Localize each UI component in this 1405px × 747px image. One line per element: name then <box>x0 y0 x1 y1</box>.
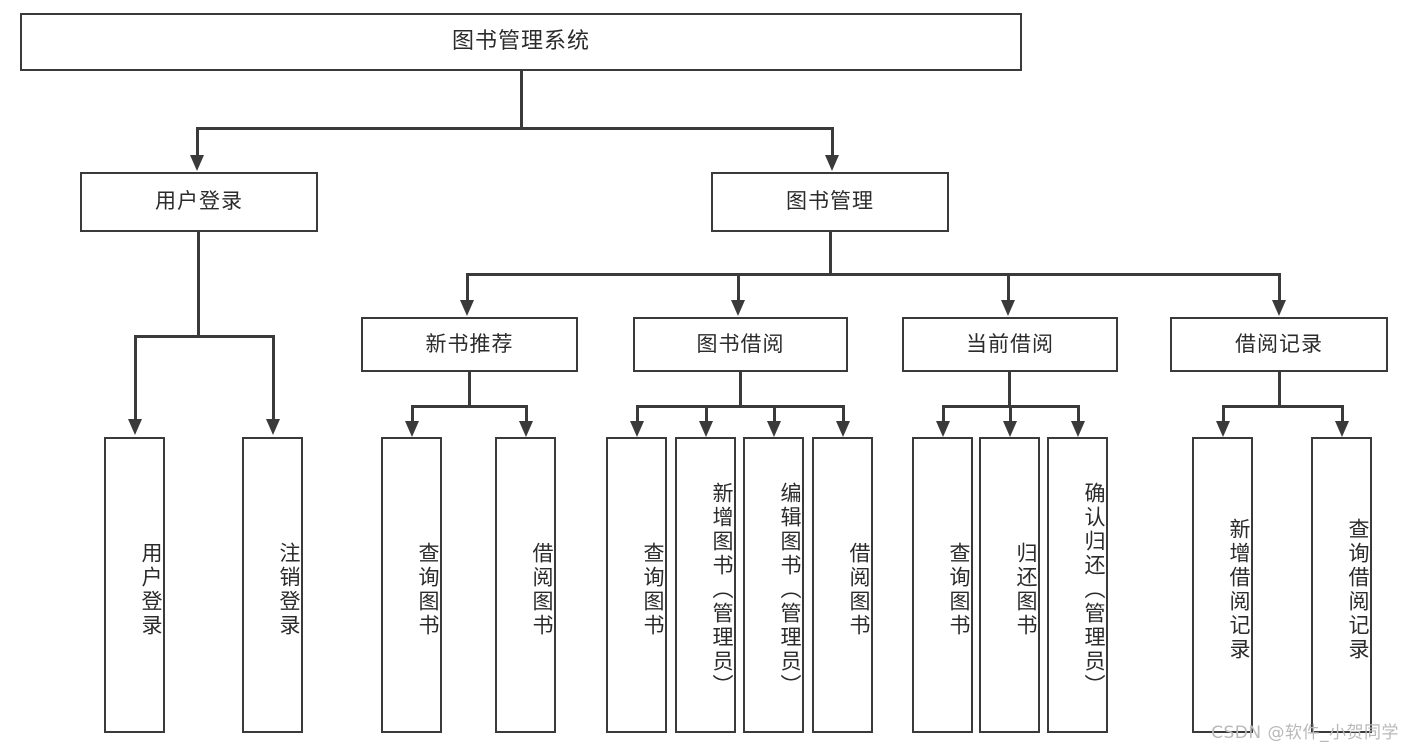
arrowhead-new-book <box>460 300 474 316</box>
arrowhead-book-manage <box>825 155 839 171</box>
node-label: 用户登录 <box>155 189 243 214</box>
node-label: 当前借阅 <box>966 331 1054 356</box>
arrowhead-bb-leaf-3 <box>767 421 781 437</box>
node-book-management[interactable]: 图书管理 <box>711 172 949 232</box>
connector-book-borrow-stem <box>739 372 742 407</box>
node-new-book-recommend[interactable]: 新书推荐 <box>361 317 578 372</box>
connector-user-login-stem <box>197 232 200 337</box>
connector-drop-new-book <box>466 273 469 303</box>
arrowhead-bb-leaf-4 <box>836 421 850 437</box>
connector-new-book-bus <box>411 405 527 408</box>
connector-current-borrow-stem <box>1008 372 1011 407</box>
leaf-bb-query-book[interactable]: 查询图书 <box>606 437 667 733</box>
node-label: 图书管理 <box>786 189 874 214</box>
connector-drop-nb-leaf-2 <box>525 405 528 423</box>
node-label: 借阅图书 <box>530 542 554 638</box>
connector-drop-cb-leaf-3 <box>1077 405 1080 423</box>
node-borrow-record[interactable]: 借阅记录 <box>1170 317 1388 372</box>
connector-drop-br-leaf-2 <box>1341 405 1344 423</box>
arrowhead-user-login <box>190 155 204 171</box>
arrowhead-current-borrow <box>1001 300 1015 316</box>
arrowhead-bb-leaf-2 <box>699 421 713 437</box>
node-label: 图书借阅 <box>696 331 785 356</box>
node-label: 查询图书 <box>416 542 440 638</box>
arrowhead-cb-leaf-3 <box>1071 421 1085 437</box>
node-label: 图书管理系统 <box>451 28 590 54</box>
arrowhead-leaf-logout <box>266 419 280 435</box>
node-label: 查询借阅记录 <box>1346 518 1370 662</box>
connector-borrow-record-bus <box>1222 405 1344 408</box>
arrowhead-book-borrow <box>731 300 745 316</box>
node-current-borrow[interactable]: 当前借阅 <box>902 317 1118 372</box>
connector-drop-leaf-user-login <box>134 335 137 421</box>
connector-book-borrow-bus <box>636 405 844 408</box>
connector-drop-borrow-record <box>1278 273 1281 303</box>
arrowhead-cb-leaf-1 <box>936 421 950 437</box>
arrowhead-cb-leaf-2 <box>1003 421 1017 437</box>
leaf-nb-query-book[interactable]: 查询图书 <box>381 437 442 733</box>
node-label: 注销登录 <box>277 542 301 638</box>
node-user-login[interactable]: 用户登录 <box>80 172 318 232</box>
node-label: 编辑图书（管理员） <box>778 482 802 698</box>
leaf-br-add-record[interactable]: 新增借阅记录 <box>1192 437 1253 733</box>
arrowhead-nb-leaf-2 <box>519 421 533 437</box>
node-book-borrow[interactable]: 图书借阅 <box>633 317 848 372</box>
connector-drop-book-manage <box>831 127 834 157</box>
connector-drop-br-leaf-1 <box>1222 405 1225 423</box>
node-label: 查询图书 <box>641 542 665 638</box>
node-label: 借阅图书 <box>847 542 871 638</box>
node-label: 查询图书 <box>947 542 971 638</box>
node-label: 确认归还（管理员） <box>1082 482 1106 698</box>
arrowhead-nb-leaf-1 <box>405 421 419 437</box>
node-label: 归还图书 <box>1014 542 1038 638</box>
connector-borrow-record-stem <box>1278 372 1281 407</box>
arrowhead-bb-leaf-1 <box>630 421 644 437</box>
node-label: 新书推荐 <box>425 331 514 356</box>
connector-drop-leaf-logout <box>272 335 275 421</box>
connector-drop-cb-leaf-2 <box>1009 405 1012 423</box>
arrowhead-borrow-record <box>1272 300 1286 316</box>
connector-drop-cb-leaf-1 <box>942 405 945 423</box>
connector-book-manage-stem <box>829 232 832 275</box>
connector-drop-bb-leaf-3 <box>773 405 776 423</box>
leaf-cb-confirm-return-admin[interactable]: 确认归还（管理员） <box>1047 437 1108 733</box>
leaf-cb-return-book[interactable]: 归还图书 <box>979 437 1040 733</box>
connector-root-bus <box>196 127 833 130</box>
leaf-nb-borrow-book[interactable]: 借阅图书 <box>495 437 556 733</box>
connector-new-book-stem <box>468 372 471 407</box>
connector-drop-bb-leaf-1 <box>636 405 639 423</box>
arrowhead-leaf-user-login <box>128 419 142 435</box>
arrowhead-br-leaf-1 <box>1216 421 1230 437</box>
leaf-user-login[interactable]: 用户登录 <box>104 437 165 733</box>
leaf-bb-edit-book-admin[interactable]: 编辑图书（管理员） <box>743 437 804 733</box>
connector-drop-nb-leaf-1 <box>411 405 414 423</box>
connector-drop-bb-leaf-2 <box>705 405 708 423</box>
leaf-bb-add-book-admin[interactable]: 新增图书（管理员） <box>675 437 736 733</box>
connector-drop-book-borrow <box>737 273 740 303</box>
connector-drop-user-login <box>196 127 199 157</box>
connector-level2-bus <box>466 273 1280 276</box>
node-label: 借阅记录 <box>1235 331 1323 356</box>
node-label: 新增图书（管理员） <box>710 482 734 698</box>
leaf-logout[interactable]: 注销登录 <box>242 437 303 733</box>
connector-root-stem <box>520 71 523 127</box>
connector-drop-current-borrow <box>1007 273 1010 303</box>
node-label: 用户登录 <box>139 542 163 638</box>
connector-drop-bb-leaf-4 <box>842 405 845 423</box>
leaf-bb-borrow-book[interactable]: 借阅图书 <box>812 437 873 733</box>
node-label: 新增借阅记录 <box>1227 518 1251 662</box>
arrowhead-br-leaf-2 <box>1335 421 1349 437</box>
node-root-system[interactable]: 图书管理系统 <box>20 13 1022 71</box>
leaf-br-query-record[interactable]: 查询借阅记录 <box>1311 437 1372 733</box>
connector-user-login-bus <box>134 335 274 338</box>
leaf-cb-query-book[interactable]: 查询图书 <box>912 437 973 733</box>
